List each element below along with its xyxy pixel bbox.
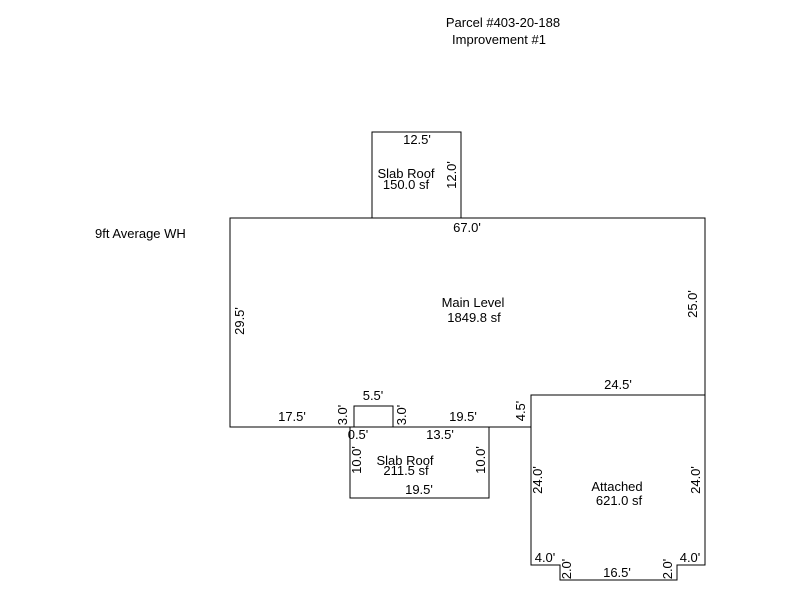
parcel-label: Parcel #403-20-188 bbox=[446, 15, 560, 30]
wall-height-note: 9ft Average WH bbox=[95, 226, 186, 241]
dim-notch-offset: 0.5' bbox=[348, 427, 369, 442]
dim-main-bottom-left: 17.5' bbox=[278, 409, 306, 424]
dim-top-slab-width: 12.5' bbox=[403, 132, 431, 147]
main-level-area: 1849.8 sf bbox=[447, 310, 501, 325]
attached-shape bbox=[530, 394, 706, 581]
attached-area: 621.0 sf bbox=[596, 493, 643, 508]
dim-top-slab-height: 12.0' bbox=[444, 161, 459, 189]
dim-main-top: 67.0' bbox=[453, 220, 481, 235]
dim-slab-right: 10.0' bbox=[473, 446, 488, 474]
slab-roof-top-area: 150.0 sf bbox=[383, 177, 430, 192]
dim-step: 4.5' bbox=[513, 401, 528, 422]
attached-name: Attached bbox=[591, 479, 642, 494]
slab-roof-bottom-area: 211.5 sf bbox=[383, 463, 429, 478]
dim-notch-top: 5.5' bbox=[363, 388, 384, 403]
slab-roof-bottom-shape bbox=[349, 426, 490, 499]
main-level-name: Main Level bbox=[442, 295, 505, 310]
dim-attached-bottom-right: 4.0' bbox=[680, 550, 701, 565]
dim-attached-top: 24.5' bbox=[604, 377, 632, 392]
dim-slab-left: 10.0' bbox=[349, 446, 364, 474]
dim-attached-bottom-left: 4.0' bbox=[535, 550, 556, 565]
dim-main-bottom-mid: 19.5' bbox=[449, 409, 477, 424]
dim-attached-right: 24.0' bbox=[688, 466, 703, 494]
dim-jog-left: 2.0' bbox=[559, 559, 574, 580]
dim-attached-bottom-mid: 16.5' bbox=[603, 565, 631, 580]
dim-jog-right: 2.0' bbox=[660, 559, 675, 580]
dim-attached-left: 24.0' bbox=[530, 466, 545, 494]
dim-slab-bottom: 19.5' bbox=[405, 482, 433, 497]
dim-notch-right: 3.0' bbox=[394, 405, 409, 426]
dim-main-right: 25.0' bbox=[685, 290, 700, 318]
dim-main-left: 29.5' bbox=[232, 307, 247, 335]
improvement-label: Improvement #1 bbox=[452, 32, 546, 47]
dim-notch-left: 3.0' bbox=[335, 405, 350, 426]
slab-roof-bottom-name: Slab Roof bbox=[376, 453, 433, 468]
slab-roof-top-name: Slab Roof bbox=[377, 166, 434, 181]
dim-slab-top-inner: 13.5' bbox=[426, 427, 454, 442]
